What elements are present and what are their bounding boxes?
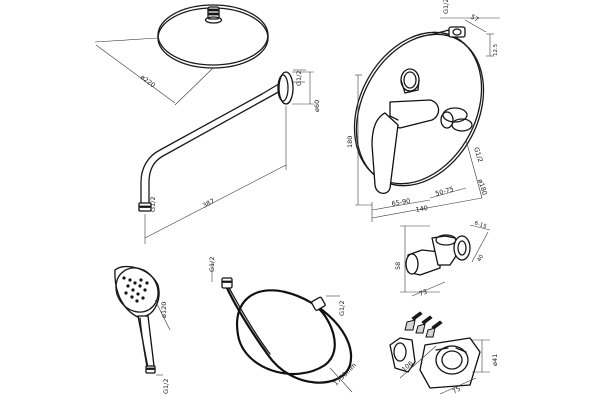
shower-holder xyxy=(389,337,481,389)
mixer-diameter-label: ø180 xyxy=(476,178,489,196)
arm-thread-label: G1/2 xyxy=(295,71,303,87)
hose-thread-left-label: G1/2 xyxy=(208,257,216,273)
overhead-shower-head xyxy=(157,4,269,69)
concealed-mixer xyxy=(353,26,485,194)
wall-screws xyxy=(404,311,443,338)
mixer-dimensions: G1/2 57 12.5 180 140 65-90 50-75 G1/2 ø1… xyxy=(346,0,500,222)
mixer-outlet-thread-label: G1/2 xyxy=(472,146,484,163)
elbow-dimensions: 58 73 6-15 40 xyxy=(394,220,491,298)
hose-thread-right-label: G1/2 xyxy=(338,301,346,317)
mixer-side-range-label: 50-75 xyxy=(434,185,454,198)
mixer-top-height-label: 12.5 xyxy=(493,43,499,56)
mixer-top-width-label: 57 xyxy=(469,13,480,24)
arm-flange-diameter-label: ø60 xyxy=(313,100,321,112)
holder-depth-label: 75 xyxy=(451,385,462,396)
hand-shower-dimensions: ø120 G1/2 xyxy=(154,299,171,395)
elbow-depth-label: 73 xyxy=(418,288,429,298)
elbow-width-label: 40 xyxy=(476,254,485,263)
arm-dimensions: G1/2 ø60 387 G1/2 xyxy=(144,69,321,244)
mixer-depth-label: 140 xyxy=(415,204,429,214)
shower-hose xyxy=(221,277,353,384)
nozzle-pattern xyxy=(122,276,149,303)
hand-shower-thread-label: G1/2 xyxy=(162,379,170,395)
elbow-size-small-label: 6-15 xyxy=(473,220,487,230)
holder-dimensions: 106 75 ø41 xyxy=(399,339,499,396)
arm-end-thread-label: G1/2 xyxy=(149,197,157,213)
shower-arm xyxy=(138,71,294,212)
wall-elbow-with-holder xyxy=(405,234,471,276)
hand-shower-diameter-label: ø120 xyxy=(160,302,168,318)
mixer-plate-height-label: 180 xyxy=(346,136,354,148)
mixer-depth-range-label: 65-90 xyxy=(391,197,411,208)
hand-shower xyxy=(114,265,160,374)
shower-head-diameter-dim: ø220 xyxy=(94,37,214,106)
elbow-height-label: 58 xyxy=(394,262,402,270)
shower-head-diameter-label: ø220 xyxy=(139,73,157,89)
arm-length-label: 387 xyxy=(201,197,216,210)
mixer-thread-label: G1/2 xyxy=(442,0,450,14)
holder-diameter-label: ø41 xyxy=(491,354,499,366)
